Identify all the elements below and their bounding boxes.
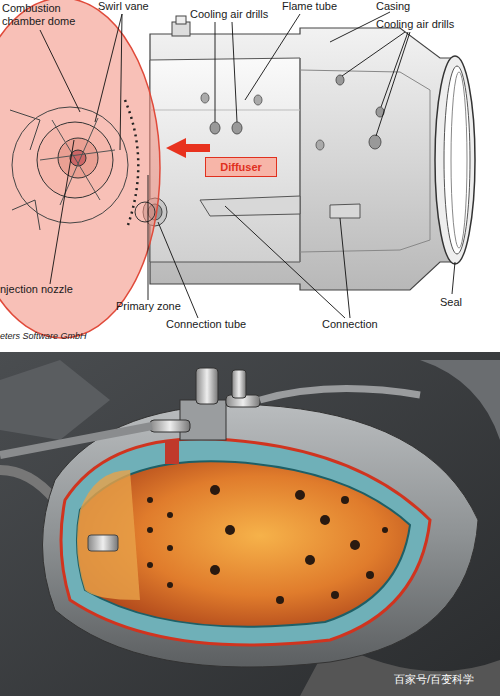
part-label: Cooling air drills — [376, 18, 454, 31]
part-label: Connection tube — [166, 318, 246, 331]
part-label: Primary zone — [116, 300, 181, 313]
watermark: 百家号/百变科学 — [394, 673, 474, 686]
node-text: Diffuser — [220, 161, 262, 173]
part-label: Flame tube — [282, 0, 337, 13]
part-label: Swirl vane — [98, 0, 149, 13]
part-label: njection nozzle — [0, 283, 73, 296]
diffuser-box: Diffuser — [205, 157, 277, 177]
part-label: Cooling air drills — [190, 8, 268, 21]
part-label: Connection — [322, 318, 378, 331]
part-label: Combustion chamber dome — [2, 2, 82, 28]
part-label: Seal — [440, 296, 462, 309]
logo-text: eters Software GmbH — [0, 330, 87, 343]
part-label: Casing — [376, 0, 410, 13]
